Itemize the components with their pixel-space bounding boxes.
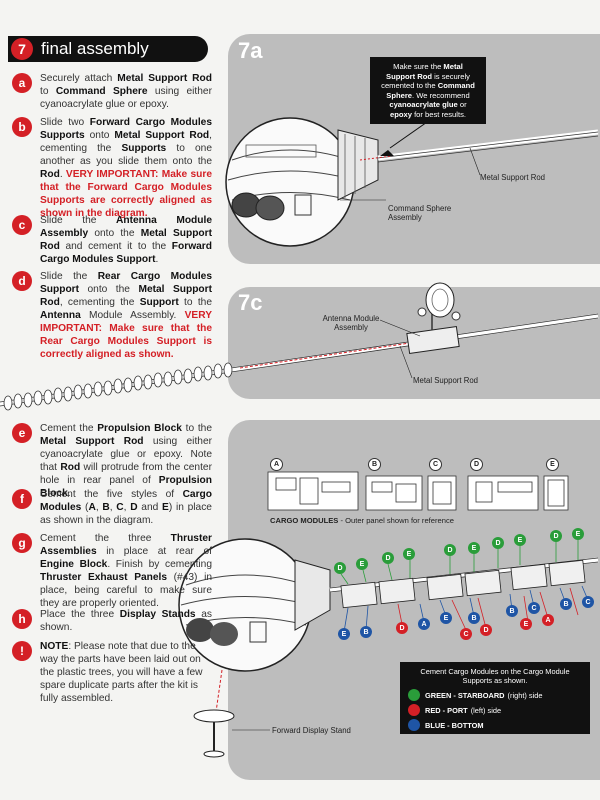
step-letter: a xyxy=(12,73,32,93)
step-text: NOTE: Please note that due to the way th… xyxy=(40,641,203,704)
step-g: g Cement the three Thruster Assemblies i… xyxy=(12,532,212,610)
panel-7a-label: 7a xyxy=(238,38,263,63)
label-antenna-module: Antenna Module Assembly xyxy=(322,314,380,332)
cargo-module-letter-c: C xyxy=(429,458,442,471)
marker-red: A xyxy=(542,614,554,626)
cargo-module-reference-drawings xyxy=(267,471,569,511)
warning-icon: ! xyxy=(12,641,32,661)
step-letter: b xyxy=(12,117,32,137)
step-text: Slide the Rear Cargo Modules Support ont… xyxy=(40,271,213,360)
step-a: a Securely attach Metal Support Rod to C… xyxy=(12,72,212,111)
step-c: c Slide the Antenna Module Assembly onto… xyxy=(12,214,212,266)
panel-7c-label: 7c xyxy=(238,290,263,315)
marker-blue: B xyxy=(560,598,572,610)
marker-green: D xyxy=(334,562,346,574)
rod-assembly-drawing-7c xyxy=(0,282,599,411)
callout-7a: Make sure the Metal Support Rod is secur… xyxy=(370,57,486,124)
marker-blue: E xyxy=(440,612,452,624)
step-d: d Slide the Rear Cargo Modules Support o… xyxy=(12,270,212,361)
green-dot-icon xyxy=(408,689,420,701)
step-text: Slide the Antenna Module Assembly onto t… xyxy=(40,215,212,265)
marker-blue: E xyxy=(338,628,350,640)
marker-red: C xyxy=(460,628,472,640)
cargo-modules-caption: CARGO MODULES - Outer panel shown for re… xyxy=(270,516,454,525)
marker-red: D xyxy=(396,622,408,634)
marker-red: D xyxy=(480,624,492,636)
marker-green: D xyxy=(550,530,562,542)
cargo-module-letter-a: A xyxy=(270,458,283,471)
marker-green: D xyxy=(382,552,394,564)
cargo-module-letter-e: E xyxy=(546,458,559,471)
step-text: Place the three Display Stands as shown. xyxy=(40,609,212,633)
cargo-module-letter-d: D xyxy=(470,458,483,471)
command-sphere-drawing-7a xyxy=(225,117,599,247)
step-letter: d xyxy=(12,271,32,291)
marker-green: D xyxy=(492,537,504,549)
legend-row-red: RED - PORT(left) side xyxy=(408,704,582,716)
color-legend: Cement Cargo Modules on the Cargo Module… xyxy=(400,662,590,734)
marker-blue: B xyxy=(360,626,372,638)
marker-green: E xyxy=(356,558,368,570)
step-text: Cement the Propulsion Block to the Metal… xyxy=(40,423,212,499)
legend-intro: Cement Cargo Modules on the Cargo Module… xyxy=(420,667,570,685)
marker-green: E xyxy=(572,528,584,540)
red-dot-icon xyxy=(408,704,420,716)
marker-green: E xyxy=(403,548,415,560)
marker-green: E xyxy=(514,534,526,546)
label-command-sphere: Command Sphere Assembly xyxy=(388,204,452,222)
step-letter: h xyxy=(12,609,32,629)
section-header: 7 final assembly xyxy=(8,36,208,62)
step-h: h Place the three Display Stands as show… xyxy=(12,608,212,634)
marker-blue: A xyxy=(418,618,430,630)
marker-red: E xyxy=(520,618,532,630)
marker-blue: B xyxy=(468,612,480,624)
label-forward-display-stand: Forward Display Stand xyxy=(272,726,351,735)
step-text: Securely attach Metal Support Rod to Com… xyxy=(40,73,212,110)
step-text: Cement the five styles of Cargo Modules … xyxy=(40,489,212,526)
step-letter: g xyxy=(12,533,32,553)
blue-dot-icon xyxy=(408,719,420,731)
legend-row-blue: BLUE - BOTTOM xyxy=(408,719,582,731)
marker-green: E xyxy=(468,542,480,554)
marker-blue: C xyxy=(528,602,540,614)
step-letter: c xyxy=(12,215,32,235)
legend-row-green: GREEN - STARBOARD(right) side xyxy=(408,689,582,701)
step-number-badge: 7 xyxy=(11,38,33,60)
step-b: b Slide two Forward Cargo Modules Suppor… xyxy=(12,116,212,220)
cargo-module-letter-b: B xyxy=(368,458,381,471)
marker-blue: B xyxy=(506,605,518,617)
step-letter: e xyxy=(12,423,32,443)
section-title: final assembly xyxy=(41,39,149,58)
label-metal-support-rod-7a: Metal Support Rod xyxy=(480,173,546,182)
step-text: Cement the three Thruster Assemblies in … xyxy=(40,533,212,609)
ship-drawing-7e xyxy=(178,538,599,758)
step-text: Slide two Forward Cargo Modules Supports… xyxy=(40,117,213,219)
step-letter: f xyxy=(12,489,32,509)
marker-green: D xyxy=(444,544,456,556)
step-f: f Cement the five styles of Cargo Module… xyxy=(12,488,212,527)
label-metal-support-rod-7c: Metal Support Rod xyxy=(413,376,479,385)
step-e: e Cement the Propulsion Block to the Met… xyxy=(12,422,212,500)
step-note: ! NOTE: Please note that due to the way … xyxy=(12,640,212,705)
marker-blue: C xyxy=(582,596,594,608)
